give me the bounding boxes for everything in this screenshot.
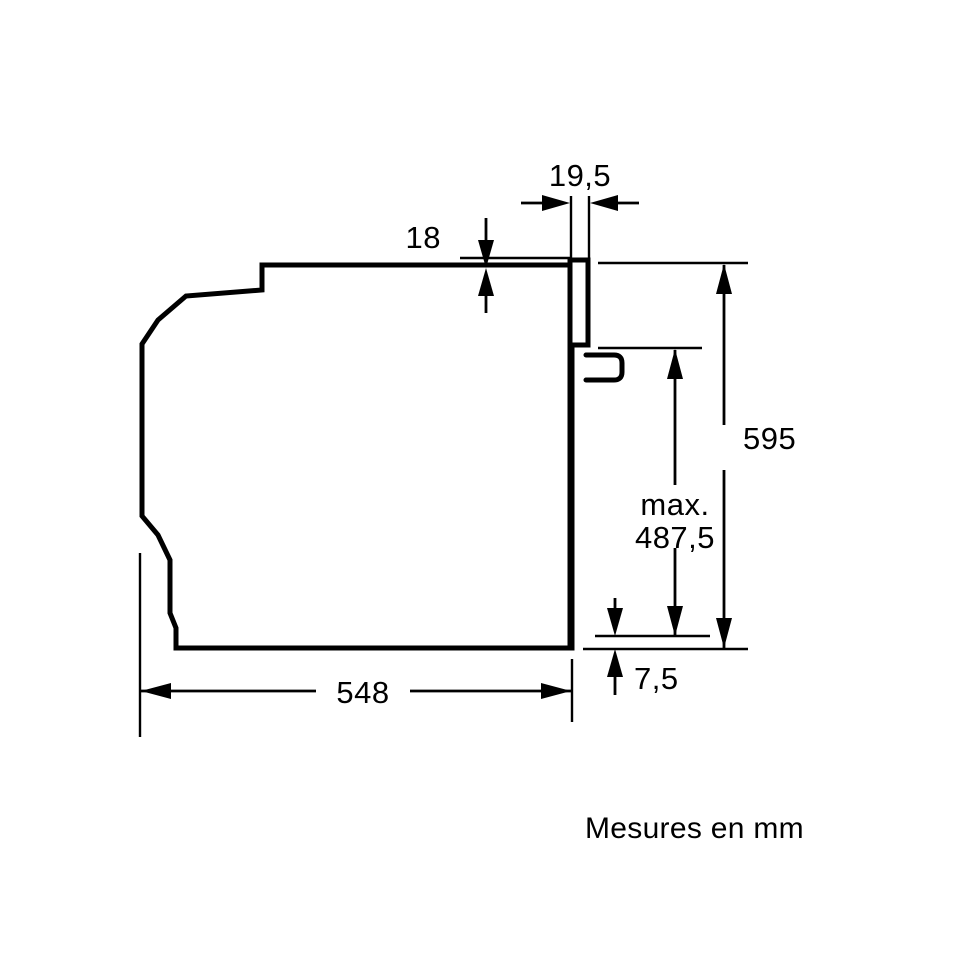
arrow-head-up (667, 349, 683, 379)
dimension-label-487-5: 487,5 (635, 520, 715, 555)
dimension-7-5: 7,5 (607, 598, 679, 696)
arrow-head-up (716, 264, 732, 294)
arrow-head-right (541, 683, 571, 699)
dimension-label-18: 18 (406, 220, 441, 255)
oven-body-outline (139, 262, 570, 651)
dimension-label-595: 595 (743, 421, 796, 456)
dimension-548: 548 (141, 675, 571, 710)
arrow-head-up (607, 649, 623, 677)
dimension-label-19-5: 19,5 (549, 158, 611, 193)
oven-door-handle (583, 352, 625, 383)
arrow-head-left (590, 195, 618, 211)
oven-door-panel (567, 257, 591, 651)
arrow-head-down (607, 608, 623, 636)
dimension-18: 18 (406, 218, 494, 313)
extension-lines (138, 196, 748, 737)
arrow-head-down (667, 606, 683, 636)
dimension-max-487-5: max. 487,5 (635, 349, 715, 636)
arrow-head-down (478, 240, 494, 268)
dimension-label-548: 548 (336, 675, 389, 710)
arrow-head-right (542, 195, 570, 211)
dimension-label-7-5: 7,5 (634, 661, 679, 696)
arrow-head-up (478, 268, 494, 296)
arrow-head-down (716, 618, 732, 648)
units-note-label: Mesures en mm (585, 812, 804, 845)
arrow-head-left (141, 683, 171, 699)
dimension-label-max-prefix: max. (640, 487, 709, 522)
dimension-595: 595 (716, 264, 796, 648)
dimension-19-5: 19,5 (521, 158, 639, 211)
